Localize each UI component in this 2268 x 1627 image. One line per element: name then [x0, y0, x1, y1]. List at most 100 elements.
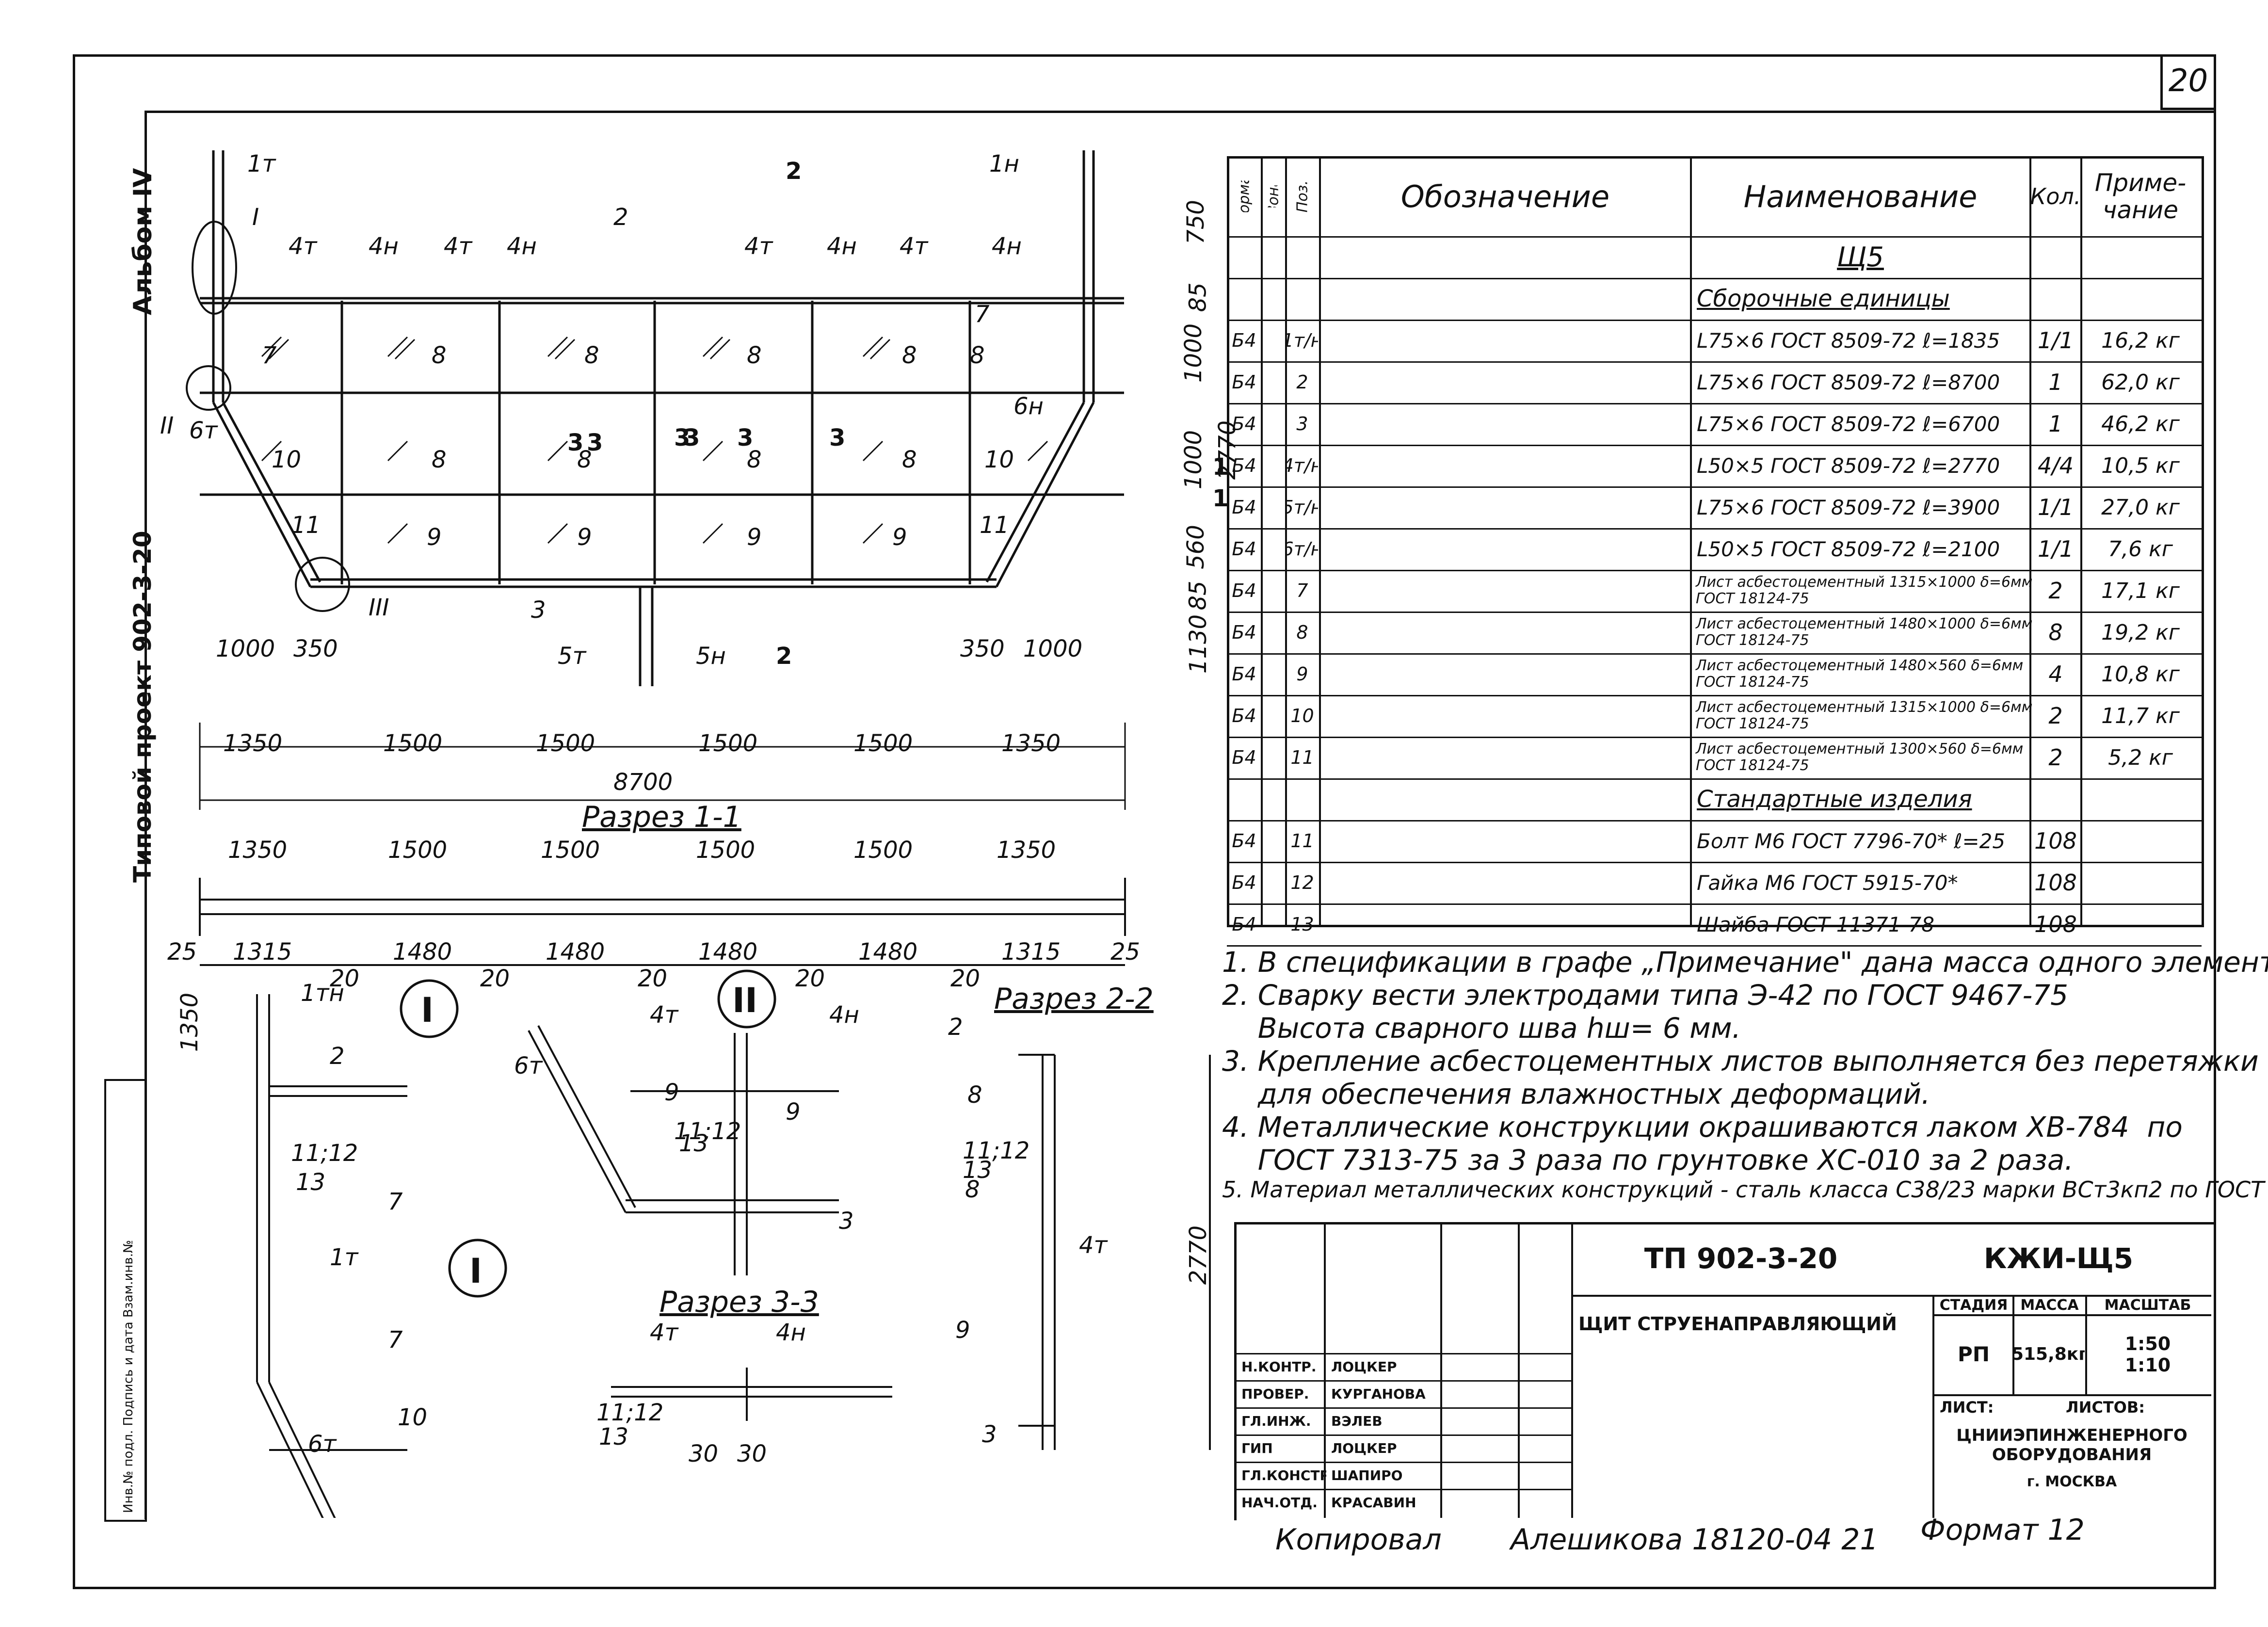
section-3-3-drawing: [611, 1368, 892, 1421]
dim-350-left: 350: [293, 635, 338, 662]
spec-row-name: L50×5 ГОСТ 8509-72 ℓ=2100: [1697, 537, 2000, 561]
tb-project-code: ТП 902-3-20: [1644, 1242, 1838, 1275]
section-2-2-title: Разрез 2-2: [994, 982, 1154, 1016]
tb-hline: [1932, 1394, 2211, 1396]
signer-role: ГЛ.ИНЖ.: [1241, 1413, 1311, 1429]
spec-row-format: Б4: [1232, 455, 1256, 476]
tb-vline: [1571, 1222, 1573, 1518]
signer-role: ГИП: [1241, 1440, 1273, 1456]
spec-row-line: [1227, 278, 2202, 279]
spec-row-line: [1227, 528, 2202, 530]
mark-4n-b: 4н: [507, 233, 537, 260]
panel-8b: 8: [584, 342, 599, 369]
s11-b-9: 1480: [858, 938, 918, 966]
spec-row-format: Б4: [1232, 330, 1256, 351]
signer-role: Н.КОНТР.: [1241, 1358, 1317, 1375]
mark-5n: 5н: [696, 643, 726, 670]
node-II-mark-6: 13: [679, 1130, 709, 1157]
tb-scale: 1:50 1:10: [2124, 1333, 2171, 1376]
s22-dim-2770: 2770: [1185, 1225, 1212, 1285]
spec-row-name: Гайка М6 ГОСТ 5915-70*: [1697, 870, 1958, 895]
dim-1500-b: 1500: [536, 730, 595, 757]
spec-row-note: 16,2 кг: [2101, 328, 2180, 353]
signer-name: ВЭЛЕВ: [1331, 1413, 1383, 1429]
mark-6n: 6н: [1013, 393, 1044, 420]
s11-b-0: 25: [167, 938, 197, 966]
spec-row-line: [1227, 445, 2202, 446]
spec-row-pos: 10: [1290, 705, 1314, 726]
spec-row-qty: 8: [2048, 619, 2063, 645]
spec-col-line: [1285, 156, 1287, 925]
spec-row-line: [1227, 486, 2202, 488]
tb-scale-label: МАСШТАБ: [2104, 1296, 2191, 1314]
node-II-mark-0: 4т: [650, 1001, 678, 1029]
mark-4t-b: 4т: [444, 233, 472, 260]
spec-row-format: Б4: [1232, 830, 1256, 852]
spec-row-pos: 3: [1296, 413, 1308, 435]
node-I-mark-5: 1т: [330, 1244, 358, 1271]
spec-row-pos: 8: [1296, 622, 1308, 643]
spec-row-name: Болт М6 ГОСТ 7796-70* ℓ=25: [1697, 829, 2006, 853]
mark-3: 3: [531, 596, 546, 624]
spec-row-name: Лист асбестоцементный 1480×1000 δ=6мм ГО…: [1696, 615, 2033, 649]
title-block: [1234, 1222, 2214, 1520]
sheet-frame: [73, 54, 2216, 1589]
node-II-label: II: [732, 981, 758, 1020]
node-II-drawing: [528, 1025, 839, 1275]
section-mark-2-bottom: 2: [776, 643, 792, 670]
spec-row-note: [2082, 862, 2199, 903]
dim-1130: 1130: [1185, 614, 1212, 674]
section-mark-3b: 3: [684, 424, 700, 451]
section-mark-3f: 3: [674, 424, 691, 451]
hdr-designation: Обозначение: [1400, 178, 1610, 214]
spec-row-name: L75×6 ГОСТ 8509-72 ℓ=1835: [1697, 328, 2000, 353]
mark-6t: 6т: [189, 417, 218, 444]
tb-vline: [1324, 1222, 1326, 1518]
spec-table: [1227, 156, 2204, 927]
dim-1500-c: 1500: [698, 730, 758, 757]
node-II-mark-4: 9: [786, 1098, 801, 1126]
spec-row-name: L75×6 ГОСТ 8509-72 ℓ=8700: [1697, 370, 2000, 394]
dim-350-right: 350: [960, 635, 1005, 662]
sheet-number: 20: [2160, 54, 2214, 110]
panel-7b: 7: [975, 301, 990, 328]
spec-row-note: 11,7 кг: [2101, 703, 2180, 728]
panel-8f: 8: [432, 446, 447, 473]
node-II-mark-3: 9: [664, 1079, 679, 1106]
node-I-mark-0: 1тн: [301, 980, 344, 1007]
spec-row-format: Б4: [1232, 497, 1256, 518]
spec-row-name: L50×5 ГОСТ 8509-72 ℓ=2770: [1697, 453, 2000, 478]
note-line: 1. В спецификации в графе „Примечание" д…: [1222, 946, 2268, 979]
tb-drawing-code: КЖИ-Щ5: [1983, 1242, 2134, 1275]
signer-name: КУРГАНОВА: [1331, 1385, 1426, 1402]
node-mark-I: I: [252, 204, 259, 231]
spec-row-line: [1227, 403, 2202, 404]
signer-row-line: [1234, 1380, 1571, 1382]
signer-name: ЛОЦКЕР: [1331, 1358, 1397, 1375]
tb-vline: [1440, 1222, 1442, 1518]
spec-row-pos: 9: [1296, 663, 1308, 685]
spec-row-note: [2082, 820, 2199, 862]
drawing-area: [186, 150, 1211, 1518]
node-II-mark-1: 4н: [829, 1001, 859, 1029]
spec-row-name: Лист асбестоцементный 1315×1000 δ=6мм ГО…: [1696, 574, 2033, 607]
panel-7a: 7: [262, 342, 277, 369]
mark-4n-d: 4н: [992, 233, 1022, 260]
spec-row-line: [1227, 737, 2202, 738]
s22-mark-4: 8: [965, 1176, 980, 1203]
s11-b-12: 25: [1110, 938, 1141, 966]
s22-mark-3: 13: [963, 1157, 993, 1184]
note-line: для обеспечения влажностных деформаций.: [1222, 1078, 1930, 1111]
spec-row-qty: 1/1: [2037, 327, 2074, 354]
node-I-mark-3: 11;12: [291, 1140, 358, 1167]
s11-top-1: 1500: [388, 837, 448, 864]
spec-row-line: [1227, 361, 2202, 363]
spec-row-pos: 4т/н: [1287, 455, 1318, 476]
s33-mark-2: 11;12: [596, 1399, 664, 1426]
spec-row-pos: 6т/н: [1287, 538, 1318, 560]
spec-col-line: [1261, 156, 1263, 925]
spec-row-note: 62,0 кг: [2101, 370, 2180, 395]
node-mark-III: III: [369, 594, 389, 621]
section-mark-1-right: 1: [1212, 485, 1229, 512]
mark-4t-c: 4т: [744, 233, 773, 260]
